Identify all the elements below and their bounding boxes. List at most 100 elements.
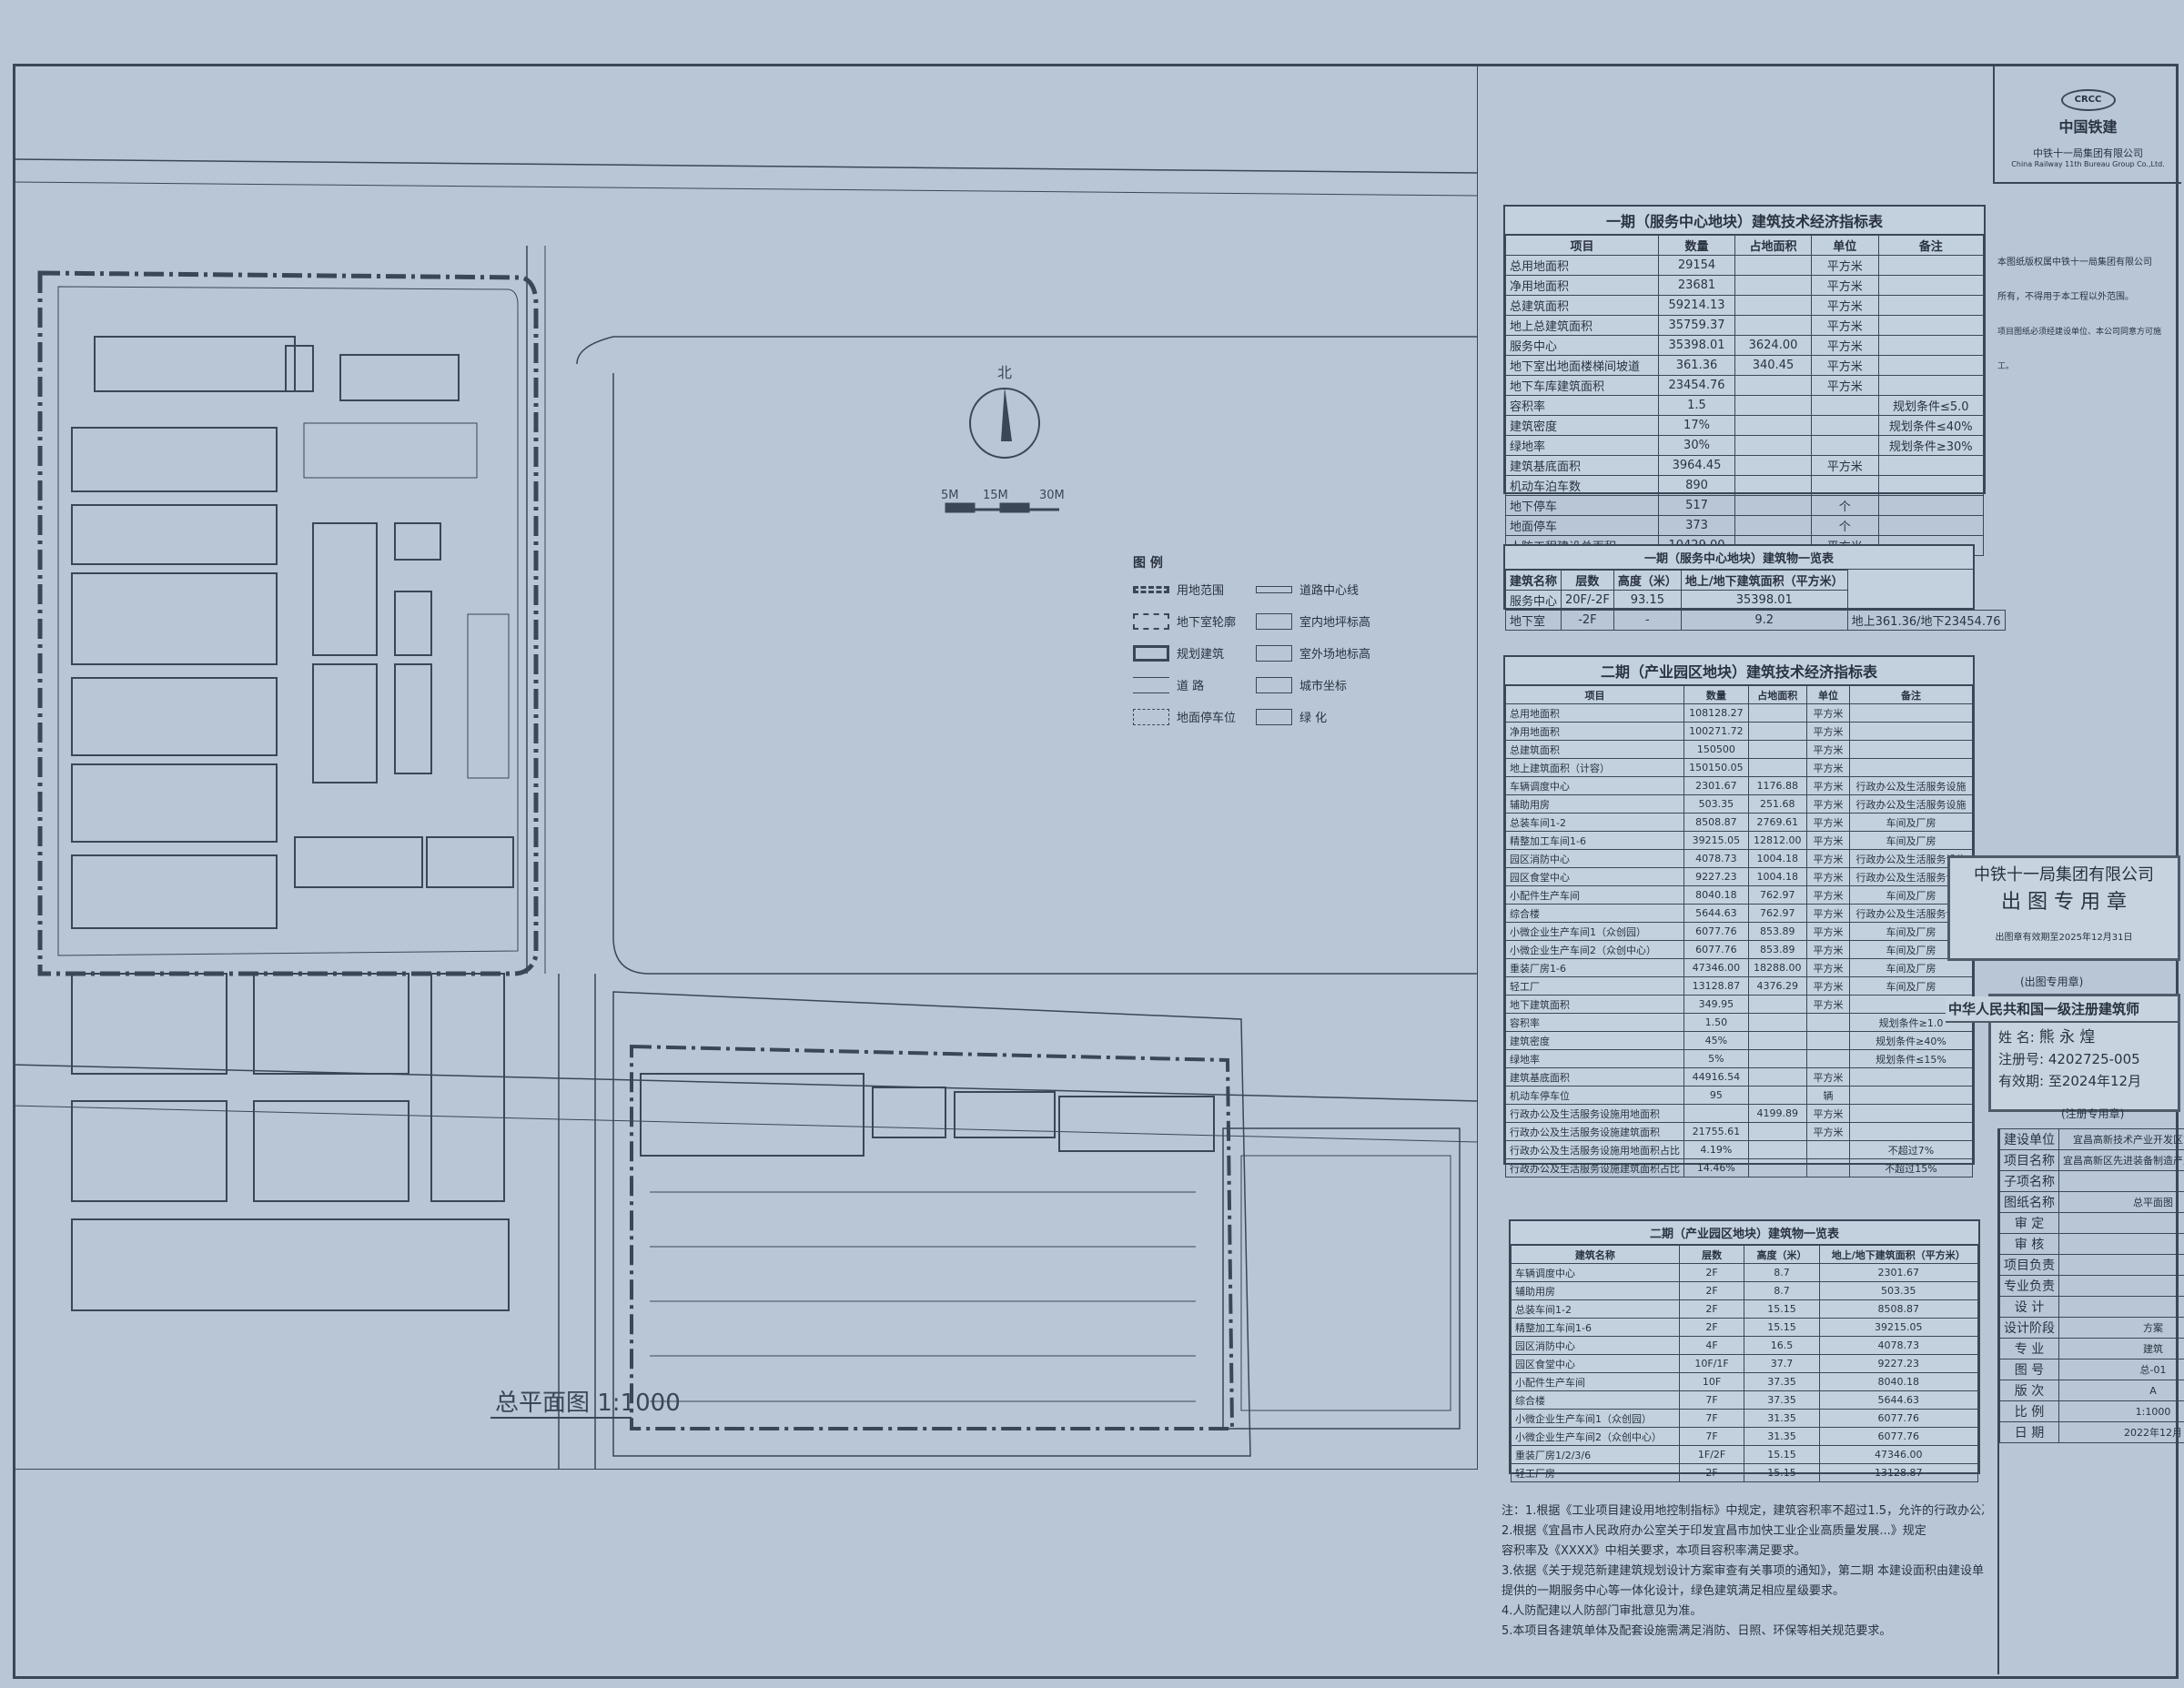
table-cell — [1877, 295, 1984, 316]
table-cell: 15.15 — [1744, 1463, 1820, 1482]
title-block-cell: 专 业 — [1999, 1338, 2059, 1359]
legend-label: 规划建筑 — [1177, 648, 1225, 662]
table-cell: - — [1613, 610, 1682, 631]
table-cell: 平方米 — [1811, 275, 1879, 296]
table-cell: 503.35 — [1818, 1281, 1979, 1300]
table-cell: 30% — [1658, 435, 1735, 456]
table-cell: 平方米 — [1811, 355, 1879, 376]
table-cell: 2769.61 — [1747, 813, 1807, 832]
table-cell: 44916.54 — [1684, 1067, 1749, 1087]
title-block-cell: 建设单位 — [1999, 1128, 2059, 1150]
column-header: 层数 — [1561, 570, 1614, 591]
table-cell: -2F — [1561, 610, 1614, 631]
table-cell — [1877, 255, 1984, 276]
table-cell: 4F — [1678, 1336, 1745, 1355]
table-cell: 853.89 — [1747, 940, 1807, 959]
table-cell: 2F — [1678, 1318, 1745, 1337]
table-cell: 890 — [1658, 475, 1735, 496]
table-cell: 车辆调度中心 — [1511, 1263, 1680, 1282]
table-cell — [1811, 415, 1879, 436]
table-cell: 31.35 — [1744, 1427, 1820, 1446]
table-cell: 重装厂房1/2/3/6 — [1511, 1445, 1680, 1464]
title-block-row: 图纸名称总平面图 — [1999, 1191, 2184, 1213]
title-block-cell: 项目负责 — [1999, 1254, 2059, 1276]
table-cell: 29154 — [1658, 255, 1735, 276]
table-cell: 行政办公及生活服务设施用地面积占比 — [1505, 1140, 1684, 1159]
company-subname: 中铁十一局集团有限公司 — [2033, 147, 2143, 159]
north-arrow-icon — [969, 387, 1040, 459]
table-cell: 不超过7% — [1849, 1140, 1973, 1159]
table-cell: 建筑基底面积 — [1505, 455, 1659, 476]
table-cell: 净用地面积 — [1505, 275, 1659, 296]
north-label: 北 — [997, 364, 1012, 381]
table-cell: 精整加工车间1-6 — [1511, 1318, 1680, 1337]
table-cell: 251.68 — [1747, 794, 1807, 814]
table-cell — [1734, 455, 1812, 476]
planned-building-icon — [1133, 644, 1169, 662]
table-cell: 个 — [1811, 515, 1879, 536]
table-cell: 150500 — [1684, 740, 1749, 759]
table-cell: 建筑密度 — [1505, 415, 1659, 436]
table-cell — [1747, 1049, 1807, 1068]
column-header: 建筑名称 — [1511, 1245, 1680, 1264]
plan-title: 总平面图 1:1000 — [495, 1390, 681, 1417]
road-icon — [1133, 676, 1169, 693]
column-header: 地上/地下建筑面积（平方米） — [1680, 570, 1848, 591]
table-cell: 93.15 — [1613, 590, 1682, 611]
table-cell — [1747, 995, 1807, 1014]
table-cell: 小微企业生产车间1（众创园） — [1505, 922, 1684, 941]
table-cell — [1877, 475, 1984, 496]
architect-seal: 中华人民共和国一级注册建筑师 姓 名: 熊 永 煌 注册号: 4202725-0… — [1946, 994, 2180, 1112]
copyright-note-1: 本图纸版权属中铁十一局集团有限公司 — [1997, 258, 2152, 268]
table-cell: 园区消防中心 — [1511, 1336, 1680, 1355]
header-row: 建筑名称层数高度（米）地上/地下建筑面积（平方米） — [1511, 1245, 1979, 1264]
table-cell: 服务中心 — [1504, 590, 1562, 611]
table-cell: 2F — [1678, 1263, 1745, 1282]
table-cell: 7F — [1678, 1427, 1745, 1446]
table-cell: 平方米 — [1805, 740, 1851, 759]
table-cell: 39215.05 — [1684, 831, 1749, 850]
table-cell — [1747, 740, 1807, 759]
table-cell: 不超过15% — [1849, 1158, 1973, 1178]
table-cell: 园区食堂中心 — [1511, 1354, 1680, 1373]
table-cell — [1849, 1067, 1973, 1087]
table-cell: 总装车间1-2 — [1505, 813, 1684, 832]
copyright-note-2: 所有，不得用于本工程以外范围。 — [1997, 292, 2134, 302]
table-cell: 平方米 — [1805, 776, 1851, 795]
table-cell: 21755.61 — [1684, 1122, 1749, 1141]
table-cell: 规划条件≤5.0 — [1877, 395, 1984, 416]
table-cell — [1734, 315, 1812, 336]
table-cell: 轻工厂 — [1505, 976, 1684, 996]
company-name: 中国铁建 — [2058, 118, 2118, 136]
table-cell: 容积率 — [1505, 395, 1659, 416]
title-block-cell: A — [2058, 1380, 2184, 1401]
seal-name-label: 姓 名: — [1998, 1029, 2035, 1046]
table-cell: 净用地面积 — [1505, 722, 1684, 741]
column-header: 数量 — [1658, 235, 1735, 256]
table-cell: 35759.37 — [1658, 315, 1735, 336]
table-cell: 16.5 — [1744, 1336, 1820, 1355]
table-cell: 2301.67 — [1818, 1263, 1979, 1282]
note-line: 容积率及《XXXX》中相关要求，本项目容积率满足要求。 — [1502, 1544, 1806, 1558]
table-cell: 平方米 — [1805, 813, 1851, 832]
phase1-building-list: 一期（服务中心地块）建筑物一览表 建筑名称层数高度（米）地上/地下建筑面积（平方… — [1503, 544, 2006, 631]
column-header: 项目 — [1505, 235, 1659, 256]
table-cell: 机动车泊车数 — [1505, 475, 1659, 496]
table-cell: 平方米 — [1805, 703, 1851, 723]
legend-label: 地下室轮廓 — [1177, 616, 1237, 630]
note-line: 3.依据《关于规范新建建筑规划设计方案审查有关事项的通知》，第二期 本建设面积由… — [1502, 1564, 1984, 1578]
table-cell: 平方米 — [1805, 794, 1851, 814]
table-cell — [1877, 315, 1984, 336]
table-cell: 地下建筑面积 — [1505, 995, 1684, 1014]
title-block-cell: 子项名称 — [1999, 1170, 2059, 1192]
table-cell: 平方米 — [1805, 958, 1851, 977]
